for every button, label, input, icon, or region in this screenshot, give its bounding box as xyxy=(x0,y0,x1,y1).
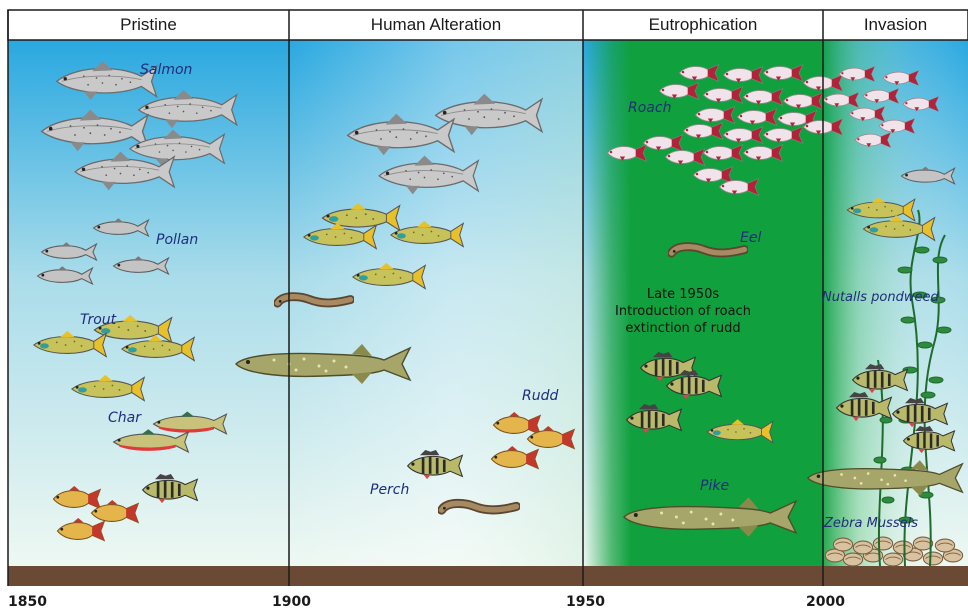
species-label-zebra-mussels: Zebra Mussels xyxy=(824,516,918,531)
species-label-char: Char xyxy=(108,410,141,426)
species-label-salmon: Salmon xyxy=(140,62,192,78)
species-label-roach: Roach xyxy=(628,100,671,116)
year-1950: 1950 xyxy=(566,594,605,610)
note-line-2: Introduction of roach xyxy=(598,303,768,320)
species-label-pollan: Pollan xyxy=(156,232,198,248)
year-1850: 1850 xyxy=(8,594,47,610)
species-label-trout: Trout xyxy=(80,312,116,328)
period-human-alteration-header: Human Alteration xyxy=(289,12,583,38)
roach-introduction-note: Late 1950s Introduction of roach extinct… xyxy=(598,286,768,337)
year-1900: 1900 xyxy=(272,594,311,610)
species-label-pike: Pike xyxy=(700,478,729,494)
year-2000: 2000 xyxy=(806,594,845,610)
species-label-rudd: Rudd xyxy=(522,388,558,404)
period-pristine-header: Pristine xyxy=(8,12,289,38)
note-line-3: extinction of rudd xyxy=(598,320,768,337)
species-label-perch: Perch xyxy=(370,482,409,498)
species-label-nutalls-pondweed: Nutalls pondweed xyxy=(822,290,939,305)
sediment-layer xyxy=(8,566,968,586)
species-label-eel: Eel xyxy=(740,230,761,246)
period-eutrophication-header: Eutrophication xyxy=(583,12,823,38)
period-invasion-header: Invasion xyxy=(823,12,968,38)
note-line-1: Late 1950s xyxy=(598,286,768,303)
